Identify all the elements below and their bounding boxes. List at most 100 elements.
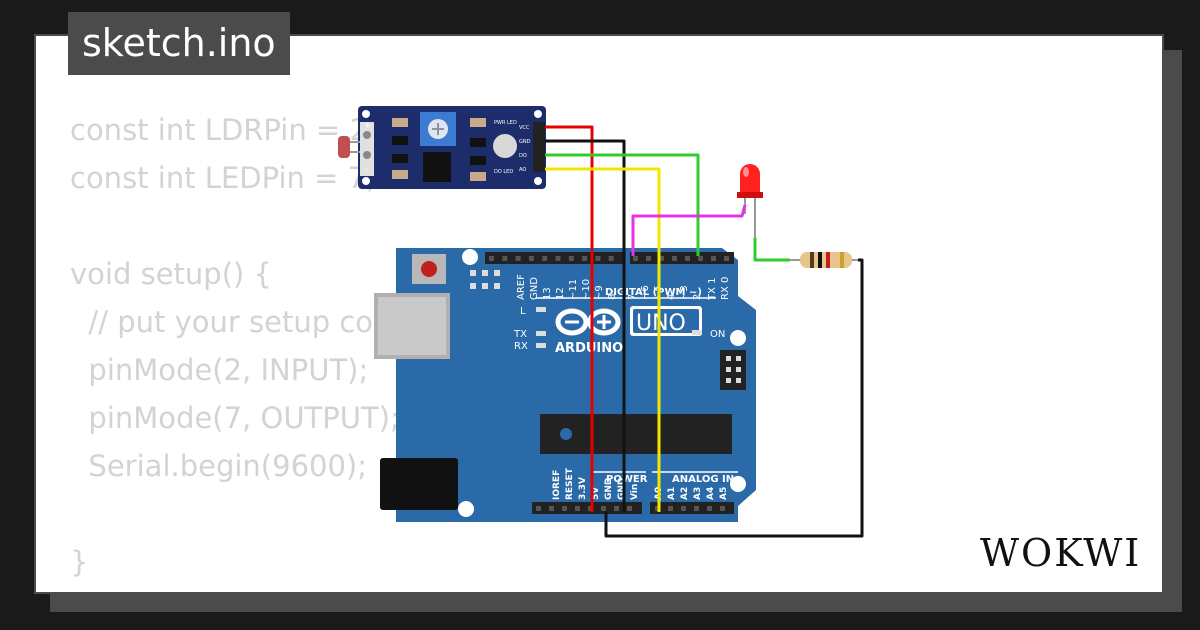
header-pin[interactable] <box>681 506 686 511</box>
ldr-pin-label: GND <box>519 139 531 145</box>
svg-text:+: + <box>364 121 372 131</box>
header-pin[interactable] <box>646 256 651 261</box>
photoresistor[interactable] <box>338 136 350 158</box>
code-line: pinMode(7, OUTPUT); <box>70 401 400 435</box>
digital-header-right <box>630 252 734 264</box>
power-pin-label: GND <box>604 478 614 500</box>
digital-pin-label: ~3 <box>679 285 690 300</box>
reset-button[interactable] <box>421 261 437 277</box>
power-pin-label: IOREF <box>552 470 562 500</box>
power-pin-label: 5V <box>591 487 601 500</box>
wire-led-resistor[interactable] <box>753 238 790 262</box>
digital-pin-label: TX 1 <box>707 278 718 302</box>
wire-vcc[interactable] <box>545 125 594 512</box>
digital-pin-label: RX 0 <box>720 277 731 300</box>
header-pin[interactable] <box>568 256 574 261</box>
wire-led[interactable] <box>631 204 747 256</box>
wokwi-logo-text: WOKWI <box>980 531 1141 575</box>
digital-pin-label: 8 <box>607 294 618 300</box>
svg-text:DO LED: DO LED <box>494 169 513 175</box>
digital-pin-label: AREF <box>516 274 527 300</box>
l-label: L <box>520 306 526 317</box>
header-pin[interactable] <box>595 256 601 261</box>
analog-header-label: ANALOG IN <box>672 474 734 485</box>
indicator-led <box>493 134 517 158</box>
header-pin[interactable] <box>672 256 677 261</box>
analog-pin-label: A4 <box>706 487 716 500</box>
header-pin[interactable] <box>536 506 541 511</box>
digital-pin-label: 2 <box>692 294 703 300</box>
svg-text:PWR LED: PWR LED <box>494 120 517 126</box>
power-jack <box>380 458 458 510</box>
power-header-label: POWER <box>606 474 648 485</box>
header-pin[interactable] <box>582 256 588 261</box>
resistor[interactable] <box>788 252 862 268</box>
header-pin[interactable] <box>724 256 729 261</box>
digital-pin-label: GND <box>529 277 540 300</box>
ldr-pin-label: DO <box>519 153 527 159</box>
digital-pin-label: 13 <box>542 287 553 300</box>
header-pin[interactable] <box>668 506 673 511</box>
header-pin[interactable] <box>528 256 534 261</box>
header-pin[interactable] <box>659 256 664 261</box>
header-pin[interactable] <box>549 506 554 511</box>
wire-do[interactable] <box>545 153 700 256</box>
header-pin[interactable] <box>685 256 690 261</box>
code-line: void setup() { <box>70 257 272 291</box>
wire-gnd[interactable] <box>545 139 626 512</box>
red-led[interactable] <box>737 164 763 256</box>
ldr-sensor-module[interactable]: PWR LED DO LED VCC GND DO AO + - <box>338 106 546 189</box>
analog-pin-label: A2 <box>680 487 690 500</box>
digital-pin-label: ~9 <box>594 285 605 300</box>
power-pin-label: GND <box>617 478 627 500</box>
header-pin[interactable] <box>720 506 725 511</box>
tx-label: TX <box>513 329 527 340</box>
on-label: ON <box>710 329 725 340</box>
file-name-tab: sketch.ino <box>68 12 290 75</box>
header-pin[interactable] <box>698 256 703 261</box>
code-line: Serial.begin(9600); <box>70 449 368 483</box>
header-pin[interactable] <box>542 256 548 261</box>
digital-header-label: DIGITAL (PWM ~) <box>605 287 702 298</box>
ldr-pin-label: AO <box>519 167 526 173</box>
header-pin[interactable] <box>515 256 521 261</box>
wire-ao[interactable] <box>545 167 661 512</box>
header-pin[interactable] <box>601 506 606 511</box>
power-pin-label: 3.3V <box>578 477 588 500</box>
digital-pin-label: 7 <box>627 294 638 300</box>
code-line: const int LEDPin = 7; <box>70 161 376 195</box>
ldr-pin-label: VCC <box>519 125 530 131</box>
wire-resistor-gnd[interactable] <box>604 258 864 538</box>
power-pin-label: Vin <box>630 484 640 500</box>
header-pin[interactable] <box>555 256 561 261</box>
header-pin[interactable] <box>627 506 632 511</box>
header-pin[interactable] <box>711 256 716 261</box>
header-pin[interactable] <box>575 506 580 511</box>
header-pin[interactable] <box>562 506 567 511</box>
wokwi-logo: WOKWI <box>980 531 1141 575</box>
digital-pin-label: ~10 <box>581 279 592 300</box>
header-pin[interactable] <box>502 256 508 261</box>
arduino-brand-text: ARDUINO <box>555 341 623 356</box>
rx-label: RX <box>514 341 528 352</box>
header-pin[interactable] <box>614 506 619 511</box>
header-pin[interactable] <box>633 256 638 261</box>
digital-pin-label: ~11 <box>568 279 579 300</box>
code-line: } <box>70 545 89 579</box>
header-pin[interactable] <box>694 506 699 511</box>
analog-pin-label: A1 <box>667 487 677 500</box>
digital-pin-label: 4 <box>666 294 677 300</box>
digital-pin-label: ~6 <box>640 285 651 300</box>
analog-pin-label: A5 <box>719 487 729 500</box>
arduino-logo-icon <box>555 308 621 336</box>
digital-pin-label: 12 <box>555 287 566 300</box>
header-pin[interactable] <box>707 506 712 511</box>
svg-text:-: - <box>365 165 368 175</box>
header-pin[interactable] <box>608 256 614 261</box>
analog-pin-label: A3 <box>693 487 703 500</box>
uno-label: UNO <box>636 311 686 336</box>
power-pin-label: RESET <box>565 467 575 500</box>
header-pin[interactable] <box>489 256 494 261</box>
